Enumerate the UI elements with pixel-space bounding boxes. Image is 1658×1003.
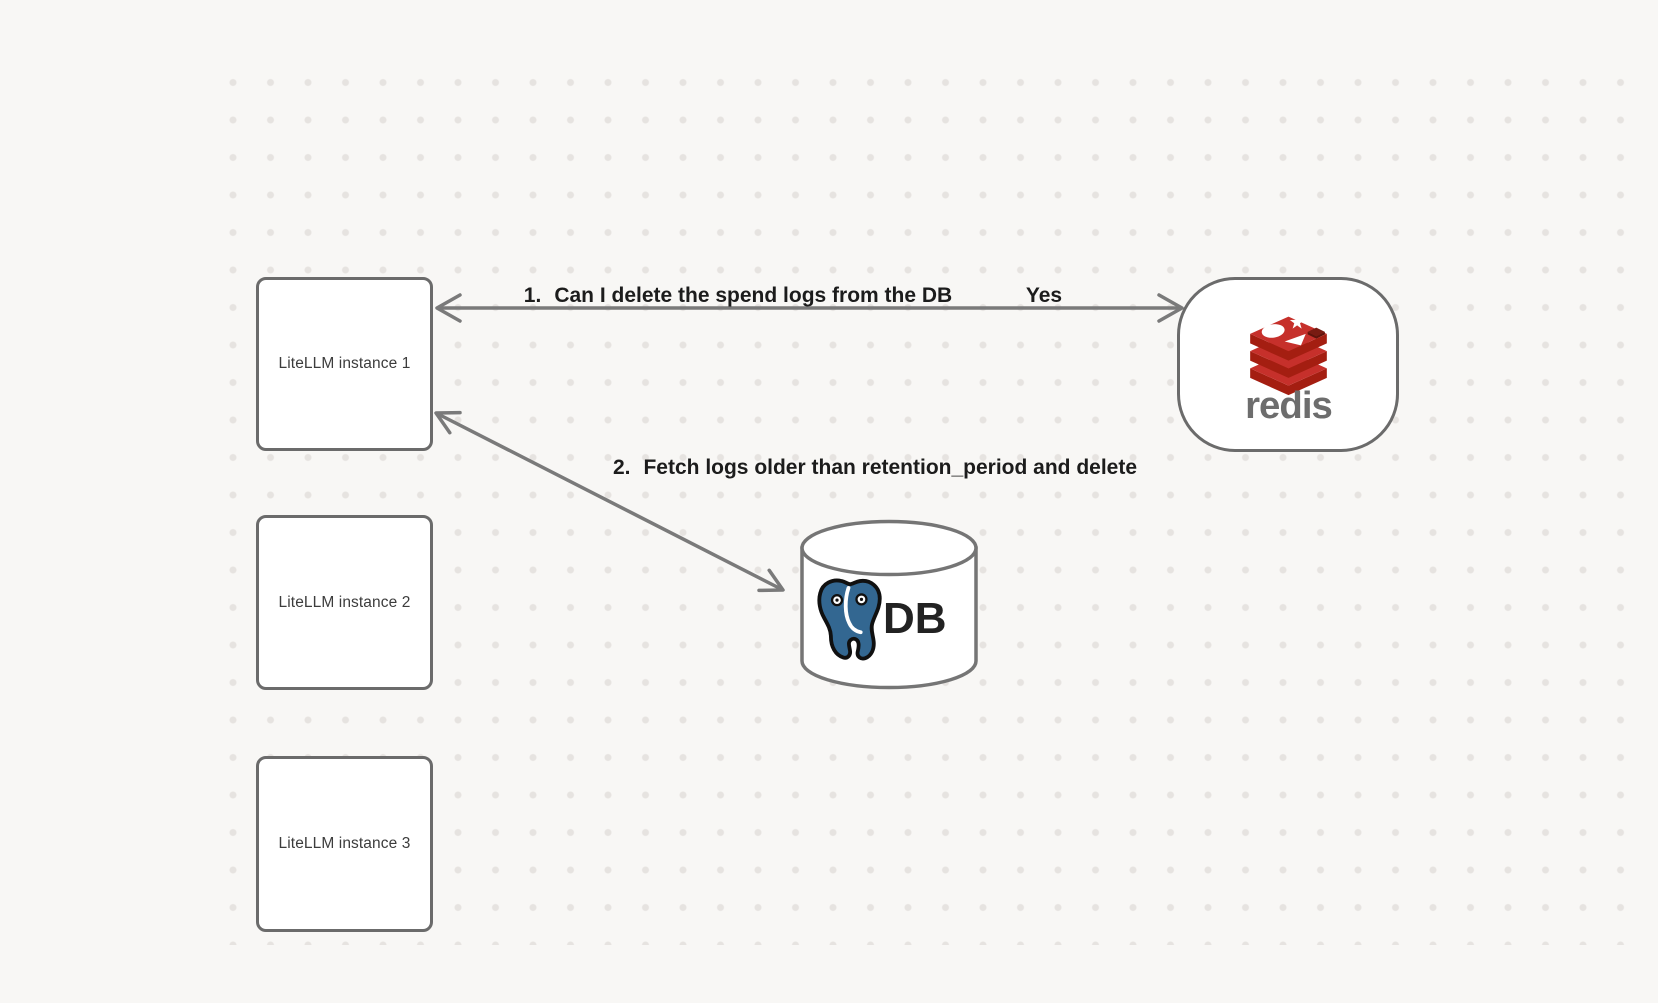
edge-label-1: 1. Can I delete the spend logs from the … [524, 285, 952, 306]
redis-logo-icon: redis [1245, 314, 1332, 422]
node-db-cylinder[interactable]: DB [799, 518, 979, 691]
dot-grid-background [205, 62, 1640, 945]
node-label: LiteLLM instance 2 [278, 593, 411, 611]
redis-wordmark: redis [1245, 384, 1332, 422]
edge-label-yes: Yes [1025, 284, 1063, 307]
postgresql-elephant-icon [817, 578, 882, 661]
edge-label-2-text: Fetch logs older than retention_period a… [643, 456, 1138, 479]
node-litellm-instance-1[interactable]: LiteLLM instance 1 [256, 277, 433, 451]
node-label: LiteLLM instance 1 [278, 355, 411, 372]
edge-label-1-number: 1. [523, 284, 542, 307]
edge-label-1-text: Can I delete the spend logs from the DB [554, 284, 953, 307]
node-redis[interactable]: redis [1177, 277, 1399, 452]
arrow-litellm-db[interactable] [434, 410, 785, 593]
db-label: DB [883, 594, 947, 643]
node-label: LiteLLM instance 3 [278, 835, 411, 852]
node-litellm-instance-3[interactable]: LiteLLM instance 3 [256, 756, 433, 932]
edge-label-2-number: 2. [612, 456, 631, 479]
edge-label-2: 2. Fetch logs older than retention_perio… [613, 457, 1137, 478]
arrow-litellm-redis[interactable] [435, 293, 1184, 323]
node-litellm-instance-2[interactable]: LiteLLM instance 2 [256, 515, 433, 690]
